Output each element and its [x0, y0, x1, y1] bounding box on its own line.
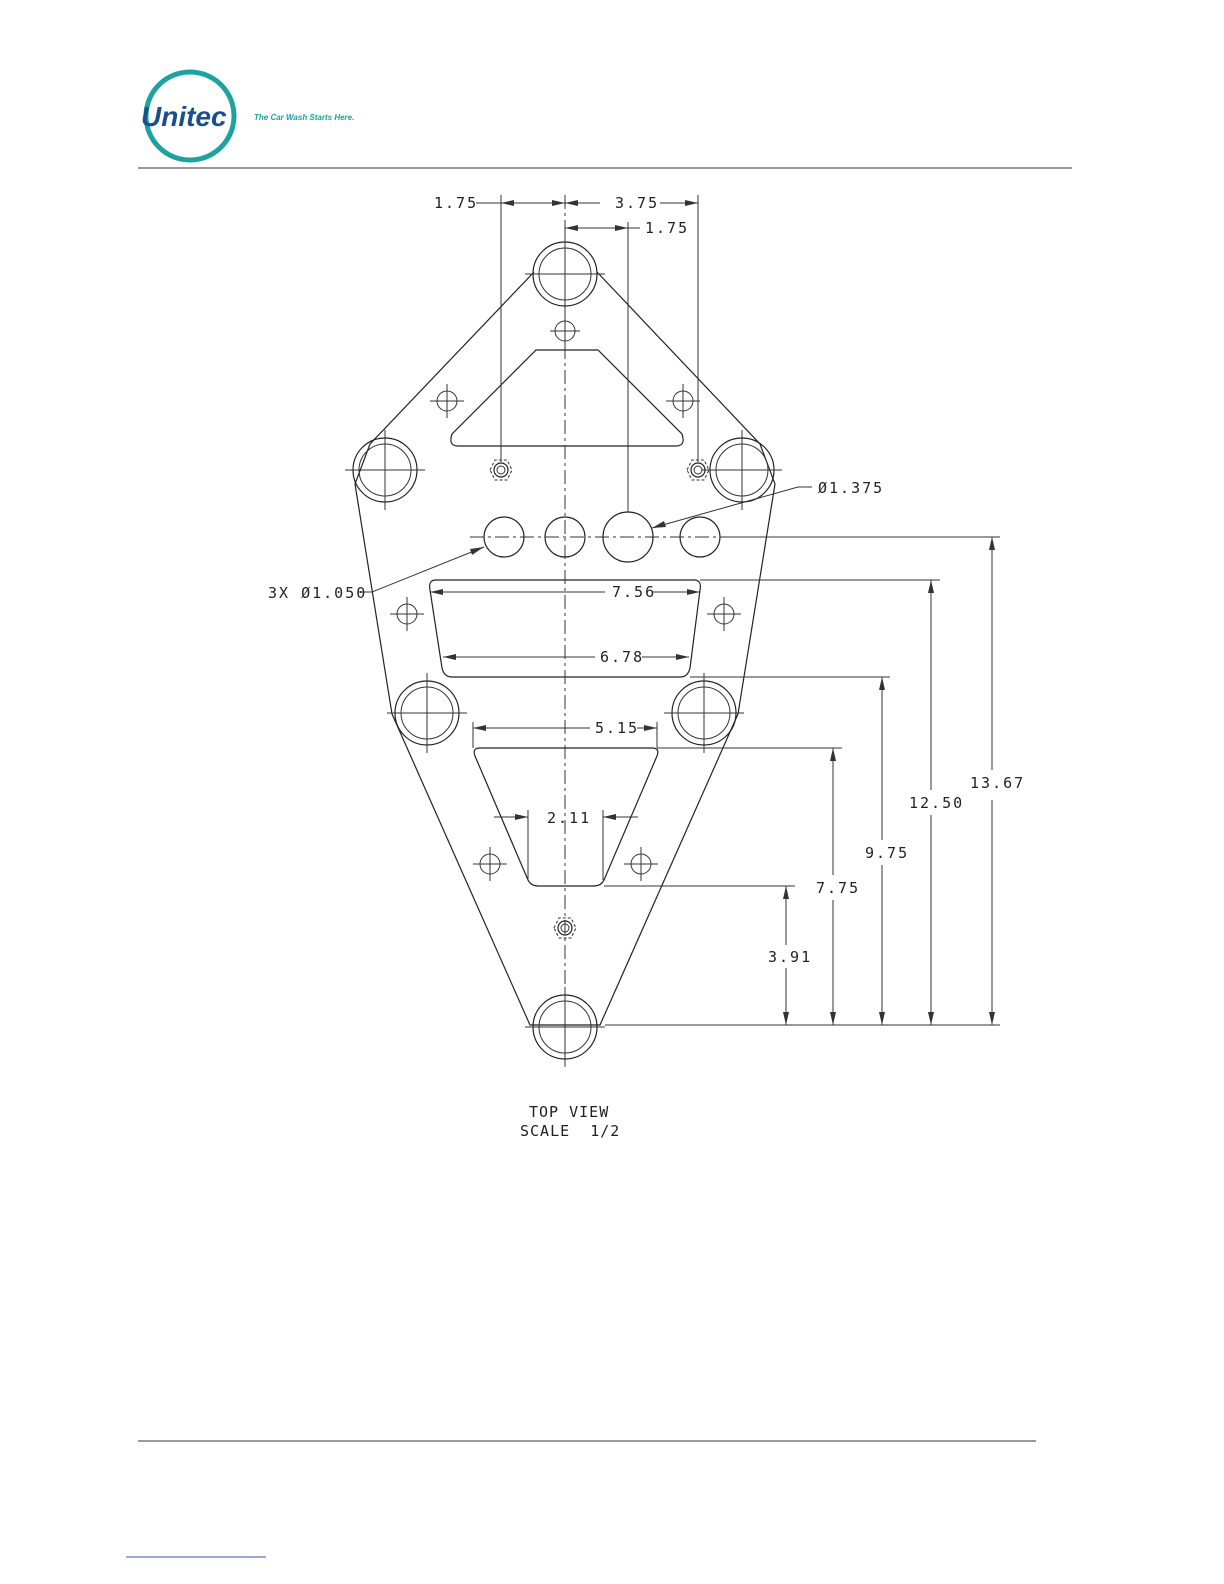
dim-9-75: 9.75 — [865, 844, 909, 862]
upper-cutout — [451, 350, 683, 446]
dim-3-91: 3.91 — [768, 948, 812, 966]
dim-5-15: 5.15 — [595, 719, 639, 737]
logo-text: Unitec — [141, 101, 227, 132]
boss-right-lower — [664, 673, 744, 753]
boss-bottom — [525, 987, 605, 1067]
top-dimensions — [476, 195, 698, 512]
dim-3-75: 3.75 — [615, 194, 659, 212]
view-caption: TOP VIEW — [529, 1103, 609, 1121]
dim-7-56: 7.56 — [612, 583, 656, 601]
dim-2-11: 2.11 — [547, 809, 591, 827]
dim-6-78: 6.78 — [600, 648, 644, 666]
callout-hole-1375: Ø1.375 — [818, 479, 884, 497]
boss-right-upper — [702, 430, 782, 510]
boss-left-lower — [387, 673, 467, 753]
scale-caption: SCALE 1/2 — [520, 1122, 620, 1140]
centerlines — [470, 195, 740, 1070]
dim-7-75: 7.75 — [816, 879, 860, 897]
unitec-logo: Unitec The Car Wash Starts Here. — [141, 72, 354, 160]
dim-12-50: 12.50 — [909, 794, 964, 812]
callout-hole-1050: 3X Ø1.050 — [268, 584, 367, 602]
mounting-bosses — [345, 234, 782, 1067]
dim-1-75-left: 1.75 — [434, 194, 478, 212]
logo-tagline: The Car Wash Starts Here. — [254, 113, 354, 122]
boss-top — [525, 234, 605, 314]
dim-1-75-right: 1.75 — [645, 219, 689, 237]
dim-13-67: 13.67 — [970, 774, 1025, 792]
